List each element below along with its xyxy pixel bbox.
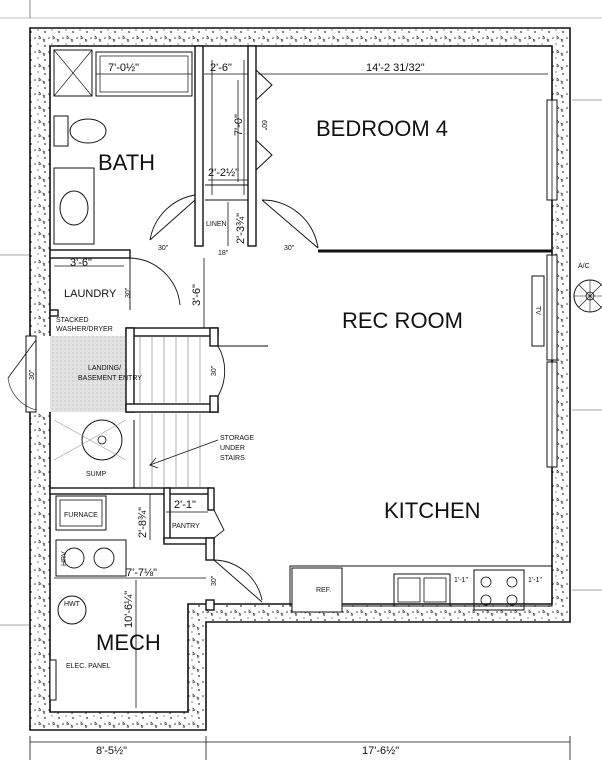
dim-closet-door: 60" bbox=[260, 120, 267, 131]
hwt-label: HWT bbox=[64, 601, 81, 608]
elec-panel-label: ELEC. PANEL bbox=[66, 663, 111, 670]
landing-label-2: BASEMENT ENTRY bbox=[78, 375, 142, 382]
furnace bbox=[55, 495, 107, 531]
bedroom-label: BEDROOM 4 bbox=[316, 116, 448, 141]
window-right-middle bbox=[546, 254, 558, 361]
ac-unit bbox=[573, 279, 602, 313]
dim-pantry-width: 2'-1" bbox=[174, 499, 196, 511]
dim-door-mech: 30" bbox=[211, 575, 218, 586]
dim-laundry-width: 3'-6" bbox=[70, 257, 92, 269]
bath-door bbox=[149, 194, 196, 241]
shower bbox=[53, 49, 93, 97]
dim-overall-left: 8'-5½" bbox=[96, 745, 127, 757]
dim-door-entry: 30" bbox=[29, 369, 36, 380]
mech-door bbox=[213, 559, 263, 603]
stacked-label-1: STACKED bbox=[56, 317, 89, 324]
bedroom-door bbox=[261, 199, 319, 249]
dim-mech-depth: 10'-6¼" bbox=[123, 591, 135, 628]
stair-door bbox=[217, 345, 268, 397]
dim-door-bath: 30" bbox=[158, 245, 169, 252]
bath-label: BATH bbox=[98, 150, 155, 175]
stove bbox=[473, 569, 525, 611]
closet-bifold-door bbox=[255, 69, 273, 171]
dim-door-laundry: 30" bbox=[125, 287, 132, 298]
furnace-label: FURNACE bbox=[64, 512, 98, 519]
dim-counter-gap-b: 1'-1" bbox=[528, 577, 542, 584]
tv-label: TV bbox=[534, 306, 541, 315]
hrv-label: HRV bbox=[61, 551, 68, 566]
pantry-door bbox=[213, 509, 225, 539]
kitchen-sink bbox=[393, 573, 451, 607]
electrical-panel bbox=[49, 659, 57, 701]
linen-label: LINEN bbox=[206, 221, 227, 228]
mech-label: MECH bbox=[96, 630, 161, 655]
window-right-lower bbox=[546, 361, 558, 468]
landing-label-1: LANDING/ bbox=[88, 365, 121, 372]
stacked-label-2: WASHER/DRYER bbox=[56, 326, 113, 333]
ac-label: A/C bbox=[578, 263, 590, 270]
dim-overall-right: 17'-6½" bbox=[362, 745, 399, 757]
dim-pantry-depth: 2'-8¾" bbox=[137, 507, 149, 538]
dim-door-linen: 18" bbox=[218, 250, 229, 257]
ref-label: REF. bbox=[316, 587, 331, 594]
dim-closet-inner: 2'-2½" bbox=[208, 167, 239, 179]
hot-water-tank bbox=[57, 595, 87, 625]
dim-linen-depth: 2'-3¾" bbox=[235, 213, 247, 244]
sump-label: SUMP bbox=[86, 471, 107, 478]
rec-room-label: REC ROOM bbox=[342, 308, 463, 333]
dimension-lines bbox=[29, 73, 571, 760]
kitchen-label: KITCHEN bbox=[384, 498, 481, 523]
storage-label-3: STAIRS bbox=[220, 455, 245, 462]
storage-label-2: UNDER bbox=[220, 445, 245, 452]
tv-unit bbox=[531, 275, 545, 347]
refrigerator bbox=[291, 567, 343, 613]
toilet bbox=[53, 115, 107, 147]
dim-hall-width: 3'-6" bbox=[191, 284, 203, 306]
bath-sink bbox=[53, 167, 95, 245]
stairs bbox=[133, 336, 201, 488]
exterior-wall bbox=[29, 27, 571, 731]
dim-counter-gap-a: 1'-1" bbox=[454, 577, 468, 584]
dim-closet-width: 2'-6" bbox=[210, 62, 232, 74]
dim-door-stair: 30" bbox=[211, 365, 218, 376]
laundry-door bbox=[129, 257, 181, 310]
window-right-upper bbox=[546, 99, 558, 201]
storage-leader bbox=[148, 439, 219, 469]
storage-label-1: STORAGE bbox=[220, 435, 254, 442]
interior-walls bbox=[49, 45, 257, 611]
pantry-label: PANTRY bbox=[172, 523, 200, 530]
dim-bedroom-width: 14'-2 31/32" bbox=[366, 62, 425, 74]
hrv-unit bbox=[55, 539, 127, 577]
dim-mech-width: 7'-7⅛" bbox=[126, 567, 157, 579]
closet-shelving bbox=[205, 60, 248, 201]
sump-pit bbox=[53, 419, 127, 461]
laundry-label: LAUNDRY bbox=[64, 288, 117, 300]
landing-floor bbox=[50, 336, 128, 412]
dim-closet-depth: 7'-0" bbox=[233, 114, 245, 136]
dim-tub-width: 7'-0½" bbox=[108, 62, 139, 74]
dim-door-bedroom: 30" bbox=[284, 245, 295, 252]
